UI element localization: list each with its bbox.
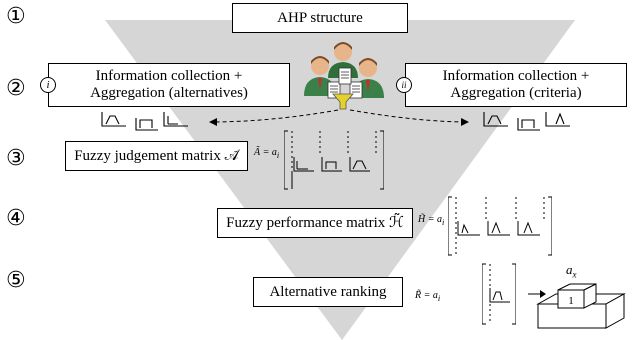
judgement-eq-lhs: Ã = a [254,147,277,158]
ranking-eq-lhs: R̃ = a [415,290,438,301]
step-number-5: ⑤ [6,268,26,293]
fuzzy-performance-matrix-box: Fuzzy performance matrix ℋ̃ [217,208,413,238]
podium-label: ax [566,262,577,280]
info-crit-line1: Information collection + [442,68,590,84]
info-collection-criteria-box: Information collection + Aggregation (cr… [405,63,627,107]
ranking-eq-sub: i [437,294,441,303]
fuzzy-glyphs-right [483,112,570,131]
ranking-eq: R̃ = ai [415,290,440,303]
step-number-4: ④ [6,206,26,231]
fuzzy-glyphs-left [101,112,188,131]
info-collection-alternatives-box: Information collection + Aggregation (al… [48,63,290,107]
judgement-matrix-glyph [284,130,384,190]
arrow-right-icon [528,290,546,298]
fuzzy-performance-matrix-label: Fuzzy performance matrix ℋ̃ [226,214,404,231]
podium-label-sub: x [572,269,577,280]
podium-icon: 1 [536,283,626,329]
alternative-ranking-box: Alternative ranking [253,277,403,307]
judgement-matrix-eq: Ã = ai [254,147,279,160]
ranking-vector-glyph [482,263,516,325]
performance-eq-lhs: H̃ = a [418,214,442,225]
ahp-structure-label: AHP structure [277,9,363,26]
experts-group-icon [304,42,384,110]
info-alt-line1: Information collection + [95,68,243,84]
step-number-3: ③ [6,146,26,171]
performance-matrix-glyph [448,196,552,256]
marker-i: i [40,77,56,93]
step-number-1: ① [6,4,26,29]
performance-matrix-eq: H̃ = ai [418,214,444,227]
fuzzy-judgement-matrix-label: Fuzzy judgement matrix 𝒜̃ [74,147,239,164]
ahp-structure-box: AHP structure [232,3,408,33]
judgement-eq-sub: i [276,151,280,160]
info-alt-line2: Aggregation (alternatives) [90,85,248,101]
fuzzy-judgement-matrix-box: Fuzzy judgement matrix 𝒜̃ [65,141,248,171]
step-number-2: ② [6,76,26,101]
info-crit-line2: Aggregation (criteria) [450,85,582,101]
podium-rank: 1 [568,295,574,307]
marker-ii: ii [396,77,412,93]
alternative-ranking-label: Alternative ranking [269,283,387,300]
filter-icon [332,93,354,110]
podium-label-a: a [566,262,573,277]
performance-eq-sub: i [441,218,445,227]
